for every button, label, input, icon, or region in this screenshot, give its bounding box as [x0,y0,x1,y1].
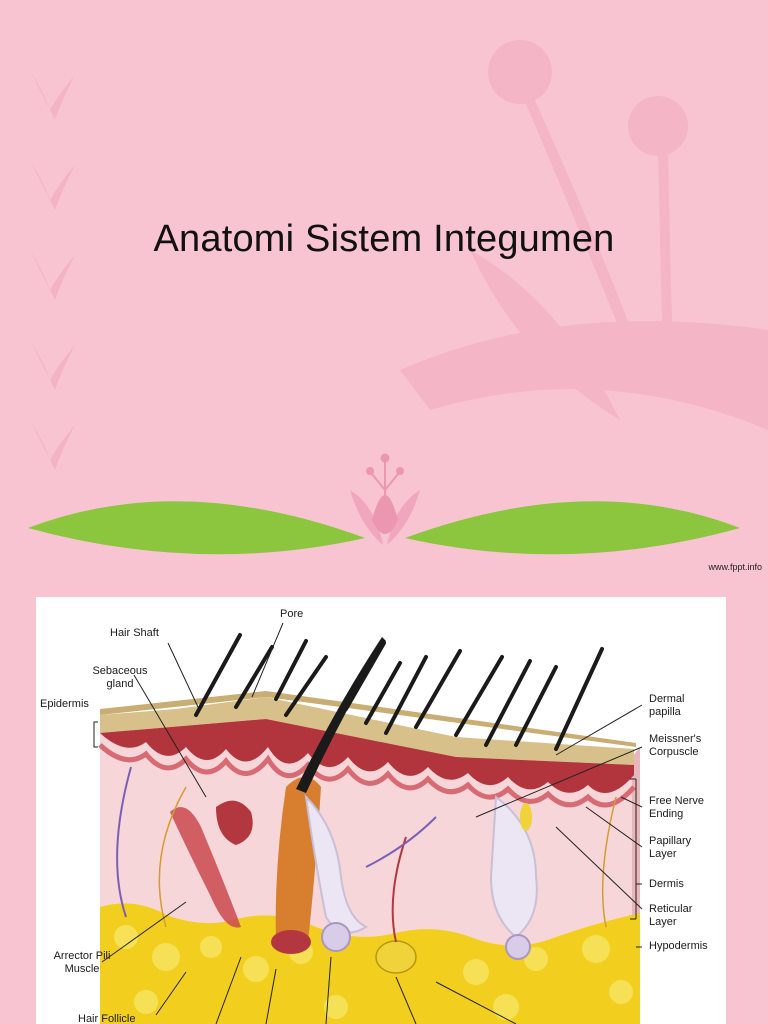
label-hair-follicle: Hair Follicle [78,1013,136,1024]
label-papillary-layer: Papillary Layer [649,835,692,860]
arrector-pili-muscle [170,807,241,928]
background-flower-icon [400,40,768,430]
skin-illustration [93,622,643,1024]
background-floral-art [28,40,768,555]
label-reticular-layer: Reticular Layer [649,903,693,928]
watermark-text: www.fppt.info [708,562,762,572]
slide-title: Anatomi Sistem Integumen [153,218,615,260]
skin-cross-section-diagram: Pore Hair Shaft Sebaceous gland Epidermi… [36,597,726,1024]
label-dermis: Dermis [649,878,684,890]
papillary-layer-band [100,719,634,793]
label-hypodermis: Hypodermis [649,940,708,952]
label-pore: Pore [280,608,304,620]
label-free-nerve-ending: Free Nerve Ending [649,795,705,820]
background-sprig-column-icon [30,70,75,470]
surface-hairs [194,633,604,751]
leader-lines [93,622,643,1024]
label-hair-shaft: Hair Shaft [110,627,159,639]
green-leaf-divider-icon [28,501,740,555]
hypodermis-layer [100,903,640,1024]
label-epidermis: Epidermis [40,698,89,710]
label-sebaceous-gland: Sebaceous gland [92,665,148,690]
pink-flower-icon [350,453,420,545]
label-arrector-pili-muscle: Arrector Pili Muscle [53,950,111,975]
epidermis-layer [100,697,634,765]
label-dermal-papilla: Dermal papilla [649,693,685,718]
sebaceous-gland [216,800,253,845]
label-meissners-corpuscle: Meissner's Corpuscle [649,733,702,758]
